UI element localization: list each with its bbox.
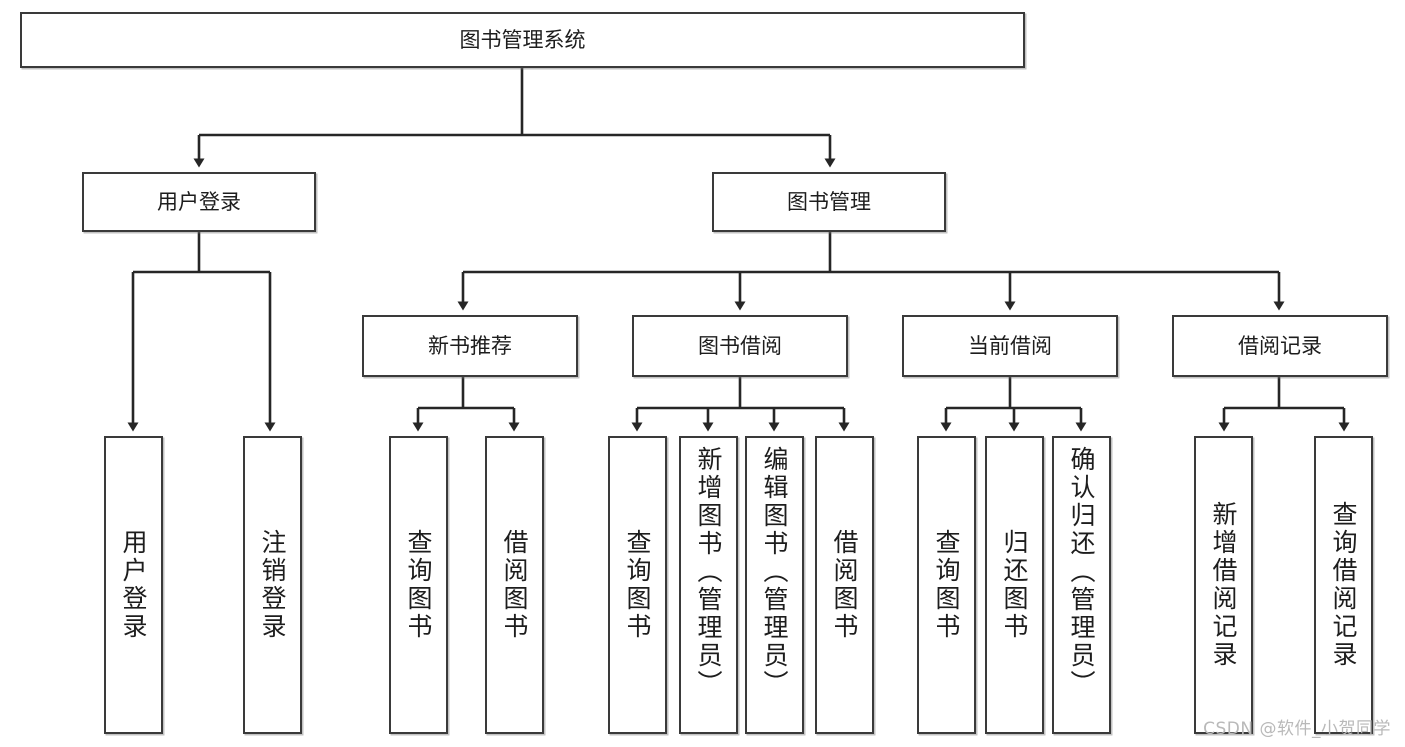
node-new-book-recommend-label: 新书推荐: [428, 333, 512, 358]
node-leaf-add-record[interactable]: 新增借阅记录: [1194, 436, 1253, 734]
node-root-label: 图书管理系统: [459, 27, 586, 52]
node-leaf-add-book[interactable]: 新增图书（管理员）: [679, 436, 738, 734]
node-leaf-return-book-label: 归还图书: [1000, 529, 1029, 641]
node-leaf-borrow-book-1-label: 借阅图书: [500, 529, 529, 641]
node-leaf-borrow-book-2-label: 借阅图书: [830, 529, 859, 641]
node-leaf-user-logout-label: 注销登录: [258, 529, 287, 641]
node-new-book-recommend[interactable]: 新书推荐: [362, 315, 578, 377]
node-current-borrow[interactable]: 当前借阅: [902, 315, 1118, 377]
node-user-login-label: 用户登录: [157, 189, 241, 214]
node-leaf-confirm-return-label: 确认归还（管理员）: [1067, 446, 1096, 698]
node-leaf-return-book[interactable]: 归还图书: [985, 436, 1044, 734]
node-leaf-edit-book[interactable]: 编辑图书（管理员）: [745, 436, 804, 734]
node-leaf-edit-book-label: 编辑图书（管理员）: [760, 446, 789, 698]
node-leaf-query-record[interactable]: 查询借阅记录: [1314, 436, 1373, 734]
node-current-borrow-label: 当前借阅: [968, 333, 1052, 358]
node-leaf-query-record-label: 查询借阅记录: [1329, 501, 1358, 669]
node-leaf-query-book-2-label: 查询图书: [623, 529, 652, 641]
node-leaf-user-login-label: 用户登录: [119, 529, 148, 641]
node-leaf-user-logout[interactable]: 注销登录: [243, 436, 302, 734]
node-root[interactable]: 图书管理系统: [20, 12, 1025, 68]
node-book-management-label: 图书管理: [787, 189, 871, 214]
node-leaf-add-book-label: 新增图书（管理员）: [694, 446, 723, 698]
node-leaf-query-book-1-label: 查询图书: [404, 529, 433, 641]
node-leaf-query-book-1[interactable]: 查询图书: [389, 436, 448, 734]
node-leaf-user-login[interactable]: 用户登录: [104, 436, 163, 734]
node-borrow-record-label: 借阅记录: [1238, 333, 1322, 358]
node-leaf-add-record-label: 新增借阅记录: [1209, 501, 1238, 669]
node-book-borrow-label: 图书借阅: [698, 333, 782, 358]
node-leaf-borrow-book-1[interactable]: 借阅图书: [485, 436, 544, 734]
node-borrow-record[interactable]: 借阅记录: [1172, 315, 1388, 377]
node-leaf-query-book-3-label: 查询图书: [932, 529, 961, 641]
node-leaf-query-book-2[interactable]: 查询图书: [608, 436, 667, 734]
node-book-management[interactable]: 图书管理: [712, 172, 946, 232]
node-leaf-confirm-return[interactable]: 确认归还（管理员）: [1052, 436, 1111, 734]
node-book-borrow[interactable]: 图书借阅: [632, 315, 848, 377]
node-leaf-query-book-3[interactable]: 查询图书: [917, 436, 976, 734]
node-user-login[interactable]: 用户登录: [82, 172, 316, 232]
node-leaf-borrow-book-2[interactable]: 借阅图书: [815, 436, 874, 734]
